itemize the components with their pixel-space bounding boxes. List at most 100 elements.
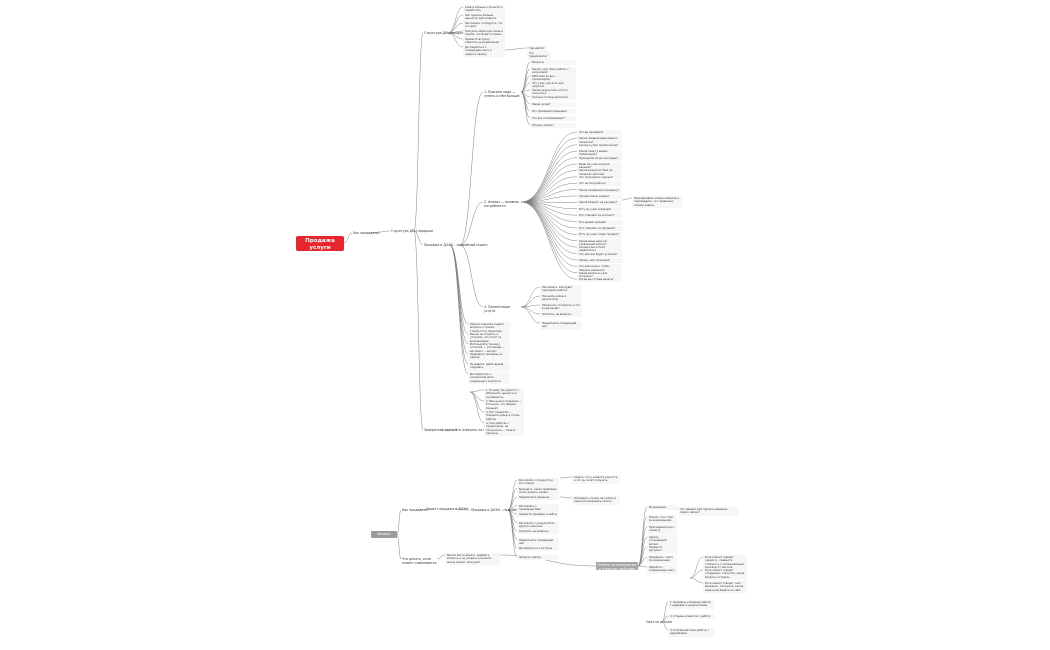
branch-d-item-2[interactable]: Показать кейсы и результаты [540, 294, 582, 303]
branch-e-item-5[interactable]: Не давите, дайте время подумать [468, 362, 510, 371]
branch-c-item-16[interactable]: Кто отвечает за продажи? [577, 226, 622, 232]
branch-c-item-22[interactable]: Что вам нужно, чтобы принять решение? [577, 264, 622, 273]
d2-right-item-2[interactable]: Понять, что стоит за возражением [647, 515, 677, 524]
d2-right-item-1[interactable]: Возражение [647, 505, 677, 511]
branch-b-item-1[interactable]: Вопросы [530, 60, 576, 66]
branch-c-item-9[interactable]: Что не получилось? [577, 181, 622, 187]
branch-c-item-23[interactable]: Какие вопросы у вас остались? [577, 270, 622, 280]
branch-c-item-11[interactable]: Сколько было заявок? [577, 194, 622, 200]
branch-b-item-4[interactable]: Что у вас уже есть для запуска? [530, 81, 576, 90]
level2-node-dohi[interactable]: Продажа в ДОХИ – подробный скрипт [424, 243, 489, 247]
branch-b-item-8[interactable]: Кто принимает решение? [530, 109, 576, 115]
d2-item-3[interactable]: Предложить решение [517, 495, 559, 501]
d2-level1-doubt[interactable]: Что делать, если клиент сомневается [402, 557, 437, 565]
d2-item-7[interactable]: Ответить на вопросы [517, 529, 559, 535]
branch-c-item-20[interactable]: Что для вас будет успехом? [577, 251, 622, 257]
branch-d-item-3[interactable]: Объяснить стоимость и что в неё входит [540, 303, 582, 312]
branch-f-item-4[interactable]: 4. Уже работал с продюсером, не получило… [484, 421, 524, 437]
branch-c-item-6[interactable]: Были ли у вас запуски раньше? [577, 162, 622, 171]
d2-right-item-5[interactable]: Привести аргумент [647, 545, 677, 554]
branch-e-item-6[interactable]: Договоритесь о конкретной дате следующег… [468, 372, 510, 384]
d2-right-bottom-2[interactable]: 2. Отзывы клиентов о работе [668, 614, 714, 620]
root-node[interactable]: Продажа услуги запуска [296, 236, 344, 258]
d2-level2-dialog[interactable]: Важно вести диалог, задавать вопросы и н… [445, 553, 500, 565]
d2-right-item-3[interactable]: Присоединиться к клиенту [647, 525, 677, 534]
branch-f-item-3[interactable]: 3. Нет гарантий — Показать кейсы и этапы… [484, 410, 524, 422]
branch-c-item-13[interactable]: Есть ли у вас команда? [577, 206, 622, 213]
d2-item-5[interactable]: Привести примеры и кейсы [517, 512, 559, 518]
branch-c-item-19[interactable]: Сколько вы хотите заработать? [577, 245, 622, 254]
branch-c-item-18[interactable]: Какая ваша цель на следующий запуск? [577, 238, 622, 248]
branch-b-item-7[interactable]: Какие сроки? [530, 102, 576, 108]
branch-c-item-7[interactable]: Какой результат был на прошлом запуске? [577, 168, 622, 177]
d2-item-1[interactable]: Рассказать о продукте и его пользе [517, 478, 559, 487]
level2-node-script[interactable]: Структура ДКЦ продажи [424, 31, 467, 35]
level2-node-objections[interactable]: Что отвечать на возражения? [455, 428, 506, 432]
level1-node[interactable]: Как продавать? [353, 231, 380, 235]
branch-a-item-6[interactable]: Договориться о следующем шаге и закрыть … [463, 45, 505, 57]
branch-f-item-2[interactable]: 2. Мне нужно подумать — Уточнить, что им… [484, 399, 524, 411]
d2-right-q1[interactable]: Что мешает вам принять решение прямо сей… [678, 507, 738, 516]
branch-b-title[interactable]: 1. Прогрев лида — узнать о нём больше [484, 90, 520, 98]
branch-b-item-3[interactable]: Работали ли вы с продюсером? [530, 74, 576, 83]
branch-b-item-9[interactable]: Что вас останавливает? [530, 116, 576, 122]
d2-item-6[interactable]: Рассказать о результатах других клиентов [517, 520, 559, 530]
branch-a-item-1[interactable]: Узнать больше о проекте и поработать [463, 5, 505, 14]
branch-c-item-1[interactable]: Что вы продаёте? [577, 130, 622, 136]
branch-f-item-1[interactable]: 1. Почему так дорого? — Объяснить ценнос… [484, 388, 524, 400]
d2-level1-how[interactable]: Как продавать? [402, 508, 429, 512]
branch-c-item-2[interactable]: Какая средняя цена вашего продукта? [577, 136, 622, 145]
d2-right-item-7[interactable]: Перейти к следующему шагу [647, 565, 677, 574]
branch-b-item-6[interactable]: Сколько готовы вложить? [530, 95, 576, 101]
branch-c-item-21[interactable]: Какие у вас опасения? [577, 258, 622, 264]
branch-c-item-24[interactable]: Когда вы готовы начать? [577, 277, 622, 283]
branch-c-item-15[interactable]: Кто делает дизайн? [577, 219, 622, 225]
d2-item-10[interactable]: Закрыть сделку [517, 554, 559, 560]
branch-e-item-3[interactable]: Используйте технику: согласие — уточнени… [468, 342, 510, 354]
branch-d-item-5[interactable]: Предложить следующий шаг [540, 321, 582, 330]
branch-e-item-2[interactable]: Важно не спорить, а уточнить, что стоит … [468, 332, 510, 344]
branch-e-item-1[interactable]: Обычно клиенты задают вопросы о сроках, … [468, 322, 510, 334]
d2-right-item-6[interactable]: Проверить, снято ли возражение [647, 555, 677, 564]
d2-right-sub-3[interactable]: Если клиент говорит «нет времени», покаж… [703, 581, 747, 593]
d2-side-1[interactable]: Узнать, что у клиента уже есть и что он … [572, 475, 620, 484]
d2-item-9[interactable]: Договориться о встрече [517, 546, 559, 552]
d2-right-sub-2[interactable]: Если клиент говорит «подумаю», спросите,… [703, 568, 747, 580]
d2-item-8[interactable]: Предложить следующий шаг [517, 537, 559, 547]
d2-level2-script[interactable]: Скрипт продажи в ДОХИ [426, 507, 468, 511]
branch-d-title[interactable]: 3. Презентация услуги [484, 305, 511, 313]
branch-e-item-4[interactable]: Приводите примеры из кейсов [468, 352, 510, 361]
branch-c-item-10[interactable]: Какая конверсия в продажу? [577, 187, 622, 193]
branch-a-item-3[interactable]: Рассказать о продукте, что это даст [463, 21, 505, 30]
branch-c-item-8[interactable]: Что получилось хорошо? [577, 174, 622, 181]
branch-c-title[interactable]: 2. Анализ — выявить потребности [484, 200, 520, 208]
branch-d-item-1[interactable]: Рассказать, как будет проходить работа [540, 285, 582, 294]
level2-node-structure[interactable]: Структура ДКЦ продажи [391, 229, 434, 233]
d2-right-bottom-3[interactable]: 3. Поэтапный план работы с дедлайнами [668, 628, 714, 637]
branch-c-item-12[interactable]: Какой бюджет на рекламу? [577, 200, 622, 206]
root2-node[interactable]: Фишки продаж [371, 531, 397, 541]
branch-c-extra[interactable]: Резюмировать ответы клиента и подтвердит… [632, 196, 682, 208]
d2-right-bottom-1[interactable]: 1. Примеры успешных кейсов с цифрами и р… [668, 600, 714, 609]
branch-c-item-17[interactable]: Есть ли у вас отдел продаж? [577, 232, 622, 238]
branch-a-item-5[interactable]: Провести встречу, ответить на возражения [463, 37, 505, 46]
branch-d-item-4[interactable]: Ответить на вопросы [540, 312, 582, 318]
branch-a-sub-1[interactable]: Где найти? [527, 46, 547, 52]
d2-side-2[interactable]: Отправить ссылку на оплату и проконтроли… [572, 496, 620, 505]
d2-right-item-4[interactable]: Задать уточняющий вопрос [647, 535, 677, 547]
branch-c-item-4[interactable]: Какой охват у ваших публикаций? [577, 149, 622, 158]
branch-c-item-5[interactable]: Проводили ли вы прогревы? [577, 155, 622, 161]
d2-center-node[interactable]: Ответы на возражения и ответные действия [596, 562, 638, 571]
d2-right-label[interactable]: Срез по итогам [646, 620, 672, 624]
d2-level2-dohi[interactable]: Продажа в ДОХИ – подробный скрипт [471, 508, 536, 512]
branch-b-item-10[interactable]: Почему сейчас? [530, 123, 576, 129]
branch-c-item-14[interactable]: Кто отвечает за контент? [577, 213, 622, 219]
d2-right-sub-1[interactable]: Если клиент говорит «дорого», сравните с… [703, 555, 747, 571]
level2-node-close[interactable]: Заверитель сделки [424, 428, 457, 432]
branch-b-item-5[interactable]: Какие результаты хотите получить? [530, 88, 576, 97]
branch-a-sub-2[interactable]: Что предложить? [527, 51, 551, 60]
d2-item-4[interactable]: Рассказать о преимуществах [517, 503, 559, 513]
d2-item-2[interactable]: Выяснить, какие проблемы хочет решить кл… [517, 486, 559, 496]
branch-b-item-2[interactable]: Какой у вас опыт работы с запусками? [530, 67, 576, 76]
branch-c-item-3[interactable]: Сколько у вас подписчиков? [577, 142, 622, 149]
